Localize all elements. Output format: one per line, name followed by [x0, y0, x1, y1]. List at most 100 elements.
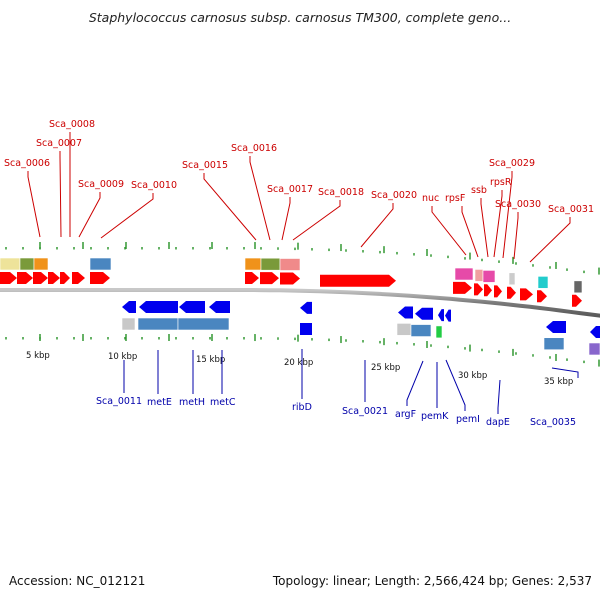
leader-line: [551, 367, 579, 378]
leader-line: [529, 217, 571, 263]
gene-label-forward: Sca_0006: [4, 158, 50, 169]
gene-arrow: [122, 301, 136, 313]
leader-line: [513, 212, 519, 260]
gene-label-reverse: Sca_0035: [530, 417, 576, 428]
gene-arrow: [590, 326, 600, 339]
scale-label: 25 kbp: [371, 363, 400, 373]
leader-line: [497, 379, 501, 414]
gene-arrow: [139, 301, 178, 313]
gene-arrow: [445, 309, 451, 322]
leader-line: [493, 190, 503, 258]
feature-box: [244, 257, 262, 271]
gene-label-forward: Sca_0016: [231, 143, 277, 154]
feature-box: [537, 276, 549, 289]
gene-label-forward: Sca_0010: [131, 180, 177, 191]
scale-label: 35 kbp: [544, 377, 573, 387]
feature-box: [177, 317, 230, 331]
gene-label-forward: Sca_0017: [267, 184, 313, 195]
leader-line: [203, 173, 257, 241]
gene-label-forward: Sca_0020: [371, 190, 417, 201]
gene-label-reverse: Sca_0011: [96, 396, 142, 407]
gene-label-forward: Sca_0015: [182, 160, 228, 171]
leader-line: [360, 203, 394, 248]
feature-box: [474, 269, 484, 282]
leader-line: [406, 360, 424, 406]
gene-arrow: [520, 288, 533, 301]
feature-track: [0, 257, 600, 356]
genome-backbone: [0, 288, 600, 318]
feature-box: [508, 272, 516, 286]
gene-label-forward: ssb: [471, 185, 487, 196]
feature-box: [482, 270, 496, 283]
gene-arrow: [0, 272, 17, 284]
gene-arrow: [17, 272, 33, 284]
feature-box: [543, 337, 565, 351]
leader-line: [292, 200, 341, 241]
gene-label-reverse: dapE: [486, 417, 510, 428]
gene-arrow: [507, 286, 516, 299]
gene-arrow: [453, 281, 472, 294]
gene-label-forward: Sca_0009: [78, 179, 124, 190]
gene-arrow: [398, 306, 413, 319]
gene-arrow: [320, 274, 396, 287]
leader-line: [480, 198, 489, 258]
feature-box: [435, 325, 443, 339]
gene-label-reverse: metE: [147, 397, 172, 408]
gene-label-forward: nuc: [422, 193, 439, 204]
gene-arrow: [438, 309, 444, 322]
map-title: Staphylococcus carnosus subsp. carnosus …: [88, 10, 512, 25]
feature-box: [396, 323, 412, 336]
leader-line: [461, 206, 479, 258]
scale-label: 10 kbp: [108, 352, 137, 362]
gene-label-forward: Sca_0030: [495, 199, 541, 210]
gene-arrow: [474, 283, 483, 296]
gene-label-reverse: metH: [179, 397, 205, 408]
gene-label-forward: rpsR: [490, 177, 512, 188]
scale-labels: 5 kbp 10 kbp 15 kbp 20 kbp 25 kbp 30 kbp 35 kb…: [26, 351, 573, 387]
gene-label-forward: Sca_0029: [489, 158, 535, 169]
genome-summary: Topology: linear; Length: 2,566,424 bp; …: [272, 574, 592, 588]
feature-box: [137, 317, 179, 331]
feature-box: [89, 257, 112, 271]
gene-arrow: [179, 301, 205, 313]
gene-box: [300, 323, 312, 335]
feature-box: [121, 317, 136, 331]
gene-label-reverse: ribD: [292, 402, 312, 413]
gene-arrow: [300, 301, 312, 314]
gene-arrow: [415, 307, 433, 320]
gene-label-reverse: pemK: [421, 411, 449, 422]
gene-arrow: [280, 272, 300, 285]
feature-box: [33, 257, 49, 271]
gene-arrow: [72, 272, 85, 284]
feature-box: [279, 258, 301, 271]
scale-label: 15 kbp: [196, 355, 225, 365]
gene-arrow: [572, 294, 582, 307]
gene-arrow: [494, 285, 502, 298]
leader-line: [78, 192, 101, 238]
scale-label: 5 kbp: [26, 351, 50, 361]
tick-marks: [5, 242, 600, 367]
feature-box: [573, 280, 583, 294]
gene-arrow: [209, 301, 230, 313]
gene-arrow: [546, 320, 566, 333]
leader-line: [100, 193, 154, 239]
accession-text: Accession: NC_012121: [9, 574, 146, 588]
feature-box: [454, 267, 474, 281]
gene-label-forward: Sca_0008: [49, 119, 95, 130]
gene-arrow: [60, 272, 70, 284]
gene-arrow: [245, 272, 259, 285]
scale-label: 30 kbp: [458, 371, 487, 381]
leader-line: [249, 156, 271, 241]
gene-track: [0, 272, 600, 339]
scale-label: 20 kbp: [284, 358, 313, 368]
feature-box: [19, 257, 35, 271]
gene-arrow: [33, 272, 48, 284]
gene-label-reverse: argF: [395, 409, 416, 420]
leader-line: [431, 206, 467, 256]
gene-label-forward: rpsF: [445, 193, 465, 204]
feature-box: [588, 342, 600, 356]
gene-label-reverse: Sca_0021: [342, 406, 388, 417]
gene-label-reverse: metC: [210, 397, 236, 408]
